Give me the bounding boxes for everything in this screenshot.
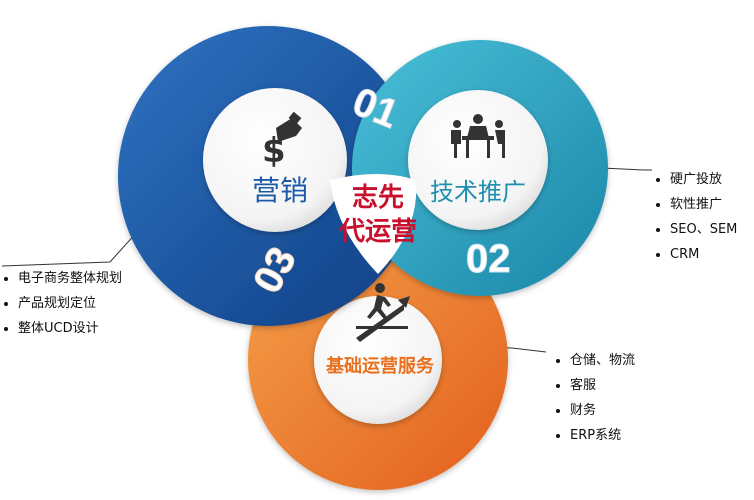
ring-01-disc (203, 88, 347, 232)
list-item: 电子商务整体规划 (2, 266, 122, 291)
ring-02 (352, 40, 608, 296)
list-bottom: 仓储、物流 客服 财务 ERP系统 (554, 348, 635, 448)
center-title-line1: 志先 (352, 183, 404, 213)
list-item: 财务 (554, 398, 635, 423)
ring-01 (118, 26, 418, 326)
list-item: CRM (654, 242, 737, 267)
money-hand-icon: $ (262, 111, 302, 171)
list-item: 客服 (554, 373, 635, 398)
list-right: 硬广投放 软性推广 SEO、SEM CRM (654, 167, 737, 267)
center-title-line2: 代运营 (338, 217, 417, 247)
ring-03-disc (314, 296, 442, 424)
stairs-climber-icon (356, 283, 410, 342)
center-triangle (330, 174, 417, 274)
ring-02-number: 02 (466, 237, 511, 281)
list-item: SEO、SEM (654, 217, 737, 242)
ring-02-title: 技术推广 (430, 178, 526, 206)
ring-03-title: 基础运营服务 (325, 355, 435, 377)
list-item: 整体UCD设计 (2, 316, 122, 341)
meeting-icon (451, 114, 505, 158)
list-item: 硬广投放 (654, 167, 737, 192)
list-item: ERP系统 (554, 423, 635, 448)
list-left: 电子商务整体规划 产品规划定位 整体UCD设计 (2, 266, 122, 341)
list-item: 软性推广 (654, 192, 737, 217)
list-item: 仓储、物流 (554, 348, 635, 373)
ring-01-title: 营销 (252, 174, 308, 207)
list-item: 产品规划定位 (2, 291, 122, 316)
ring-02-disc (408, 90, 548, 230)
